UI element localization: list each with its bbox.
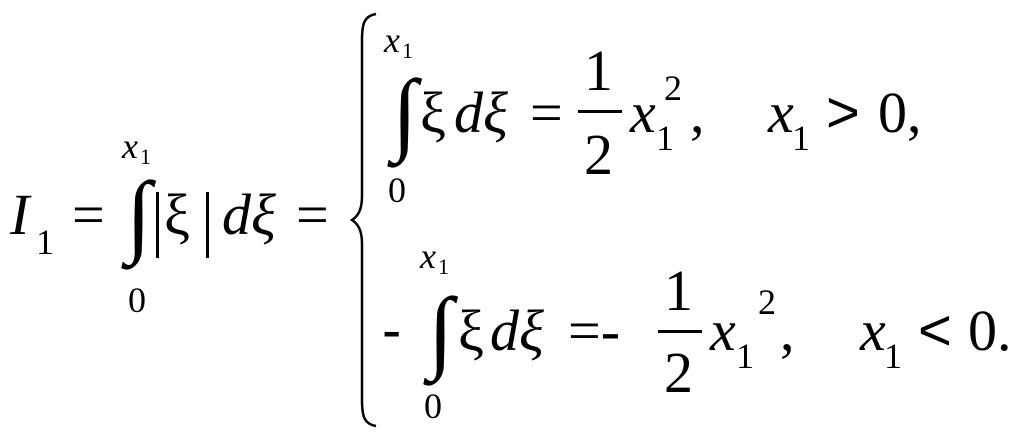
case2-integrand: ξ — [458, 298, 484, 363]
case1-integral-sign: ∫ — [392, 61, 418, 163]
case1-upper-limit-var: x — [384, 20, 400, 60]
case2-condition-var: x — [860, 298, 886, 363]
left-brace — [349, 12, 377, 428]
case2-result-sup: 2 — [758, 282, 776, 322]
case1-fraction-bar — [578, 110, 622, 113]
case1-result-var: x — [630, 80, 656, 145]
main-differential: dξ — [222, 182, 276, 247]
case1-fraction-denominator: 2 — [584, 122, 613, 187]
case1-comma: , — [690, 80, 705, 145]
lhs-symbol: I — [10, 182, 30, 247]
case1-upper-limit-sub: 1 — [402, 38, 413, 63]
case2-comma: , — [780, 298, 795, 363]
case2-prefix-minus: - — [382, 298, 402, 363]
case2-fraction-numerator: 1 — [664, 258, 693, 323]
case1-differential: dξ — [454, 80, 508, 145]
case2-result-var: x — [710, 298, 736, 363]
case2-integral-sign: ∫ — [428, 279, 454, 381]
case1-integrand: ξ — [420, 80, 446, 145]
case2-upper-limit-sub: 1 — [438, 254, 449, 279]
case2-condition-operator: < — [918, 298, 952, 363]
main-integrand: ξ — [164, 182, 190, 247]
main-upper-limit-var: x — [122, 126, 138, 166]
abs-bar-right — [206, 192, 209, 258]
case2-equals-minus: =- — [568, 298, 621, 363]
case2-upper-limit-var: x — [420, 236, 436, 276]
case1-condition-value: 0, — [878, 80, 922, 145]
case1-fraction-numerator: 1 — [584, 38, 613, 103]
case2-condition-sub: 1 — [884, 336, 902, 376]
main-equals: = — [296, 182, 329, 247]
case2-fraction-denominator: 2 — [664, 340, 693, 405]
case1-result-sup: 2 — [664, 68, 682, 108]
main-lower-limit: 0 — [128, 280, 146, 320]
integral-sign: ∫ — [126, 163, 152, 265]
case2-differential: dξ — [490, 298, 544, 363]
case1-equals: = — [530, 80, 563, 145]
lhs-subscript: 1 — [36, 222, 54, 262]
case1-condition-operator: > — [826, 80, 860, 145]
case1-result-sub: 1 — [656, 118, 674, 158]
case1-lower-limit: 0 — [388, 170, 406, 210]
case2-fraction-bar — [658, 330, 702, 333]
case2-condition-value: 0. — [968, 298, 1012, 363]
lhs-equals: = — [72, 182, 105, 247]
case2-result-sub: 1 — [736, 336, 754, 376]
case1-condition-sub: 1 — [792, 118, 810, 158]
case1-condition-var: x — [768, 80, 794, 145]
main-upper-limit-sub: 1 — [140, 144, 151, 169]
abs-bar-left — [156, 192, 159, 258]
case2-lower-limit: 0 — [424, 386, 442, 426]
